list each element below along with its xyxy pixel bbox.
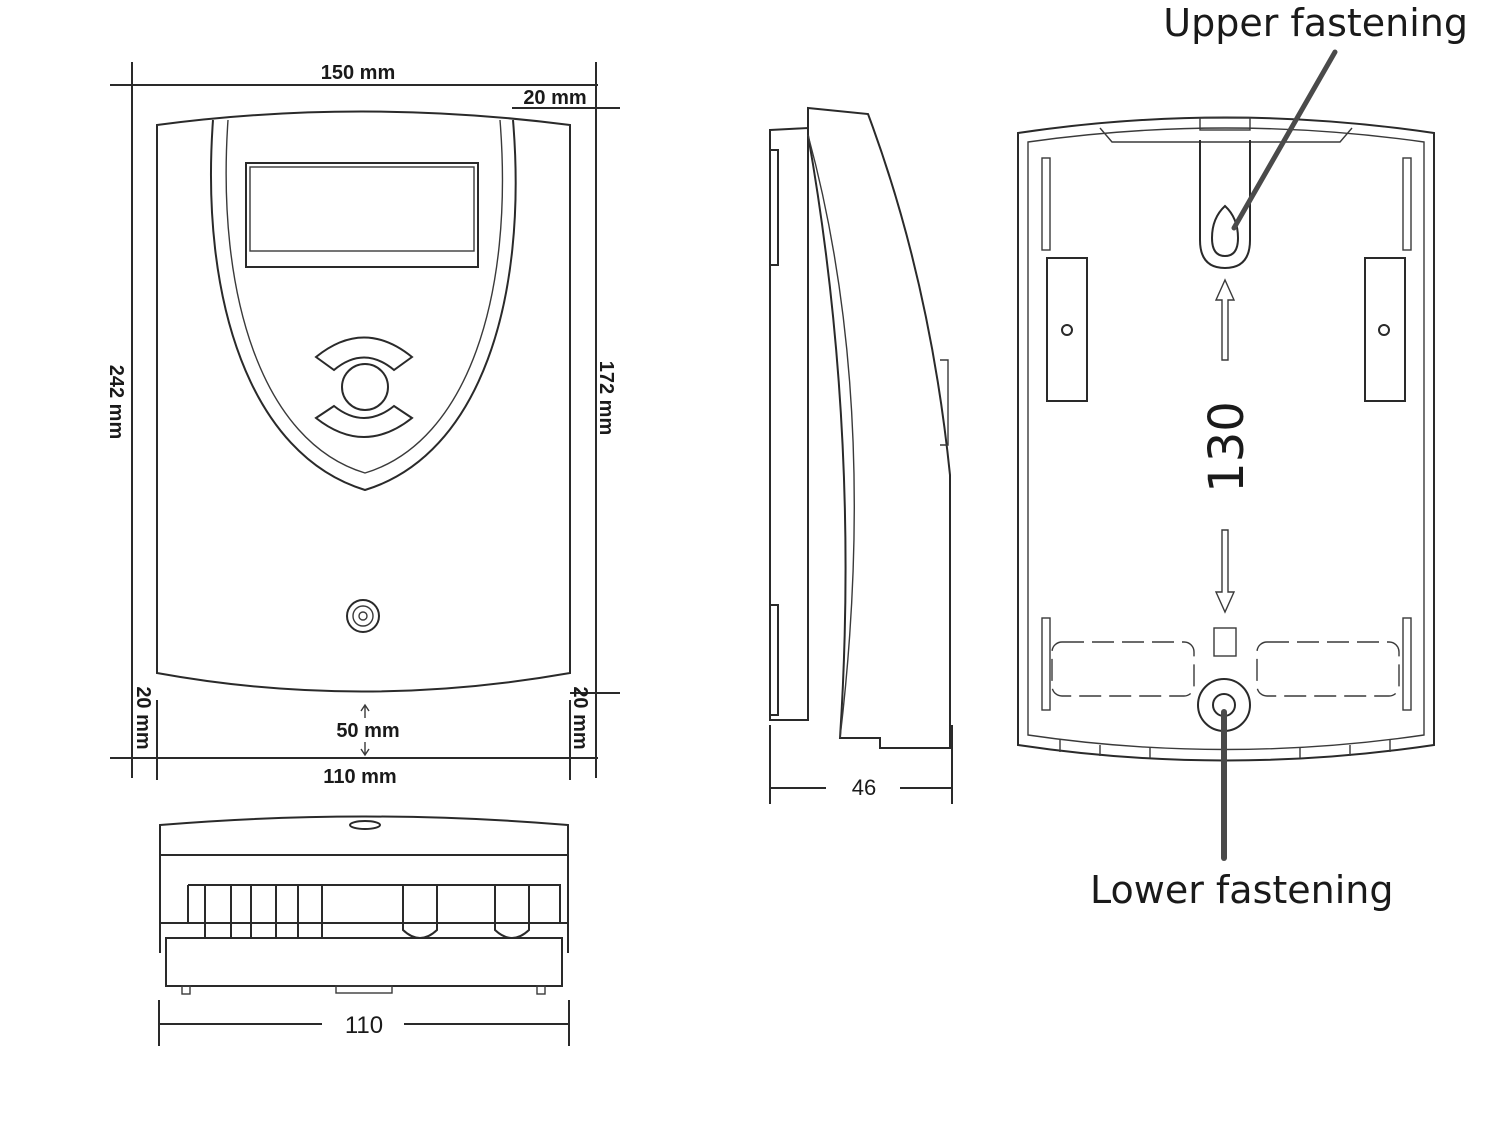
arrow-up-icon	[360, 703, 370, 718]
bottom-left-label: 20 mm	[132, 686, 154, 749]
foot-left	[181, 985, 191, 995]
bottom-view: 110	[158, 815, 570, 1046]
spacing-label: 130	[1199, 401, 1255, 493]
lower-square-slot	[1213, 627, 1237, 657]
side-latch	[940, 359, 949, 446]
screw-center	[358, 611, 368, 621]
bottom-view-width-label: 110	[345, 1012, 383, 1039]
side-housing-curve	[807, 134, 855, 739]
upper-fastening-label: Upper fastening	[1163, 1, 1468, 45]
pad-left-hole	[1061, 324, 1073, 336]
bottom-screw-icon	[349, 820, 381, 830]
pad-right	[1364, 257, 1406, 402]
upper-fastening-hole	[1210, 204, 1240, 258]
center-button-icon	[341, 363, 389, 411]
down-button-icon	[314, 404, 414, 438]
upper-leader-line	[1231, 49, 1338, 231]
up-button-icon	[314, 336, 414, 372]
front-view: 150 mm 20 mm 242 mm 172 mm 20 mm 20 mm 5…	[105, 62, 620, 788]
arrow-down-icon	[1214, 529, 1236, 614]
height-left-label: 242 mm	[105, 365, 127, 440]
side-view: 46	[769, 106, 953, 804]
bottom-ribs	[1059, 740, 1391, 758]
housing-outline	[156, 110, 571, 693]
lower-cutout-right	[1256, 641, 1400, 697]
rail-bottom-right	[1402, 617, 1412, 711]
side-wall-plate	[769, 126, 809, 721]
top-rib	[1099, 127, 1353, 143]
foot-center	[335, 985, 393, 994]
side-plate-detail	[770, 149, 779, 716]
bottom-right-label: 20 mm	[569, 686, 591, 749]
lower-fastening-label: Lower fastening	[1090, 868, 1394, 912]
lower-cutout-left	[1051, 641, 1195, 697]
pad-left	[1046, 257, 1088, 402]
bezel-outer	[210, 119, 517, 492]
bezel-inner	[225, 119, 504, 474]
arrow-up-icon	[1214, 278, 1236, 361]
bottom-housing-top	[159, 815, 569, 924]
arrow-down-icon	[360, 742, 370, 757]
height-right-label: 172 mm	[595, 361, 617, 436]
rail-top-right	[1402, 157, 1412, 251]
pad-right-hole	[1378, 324, 1390, 336]
back-plate-inner	[1027, 127, 1425, 751]
rail-top-left	[1041, 157, 1051, 251]
back-view: 130 Upper fastening Lower fastening	[1017, 1, 1468, 912]
screw-icon	[346, 599, 380, 633]
center-gap-label: 50 mm	[336, 720, 399, 742]
foot-right	[536, 985, 546, 995]
width-label: 150 mm	[321, 62, 396, 84]
side-housing-outline	[807, 106, 951, 749]
screw-inner	[352, 605, 374, 627]
bottom-width-label: 110 mm	[323, 766, 396, 788]
side-depth-label: 46	[852, 775, 876, 800]
top-margin-label: 20 mm	[523, 87, 586, 109]
display-screen	[249, 166, 475, 252]
upper-keyhole-slot	[1199, 140, 1251, 270]
display-window	[245, 162, 479, 268]
back-plate-outline	[1017, 116, 1435, 762]
rail-bottom-left	[1041, 617, 1051, 711]
top-clip	[1199, 117, 1251, 131]
bottom-base	[165, 937, 563, 987]
